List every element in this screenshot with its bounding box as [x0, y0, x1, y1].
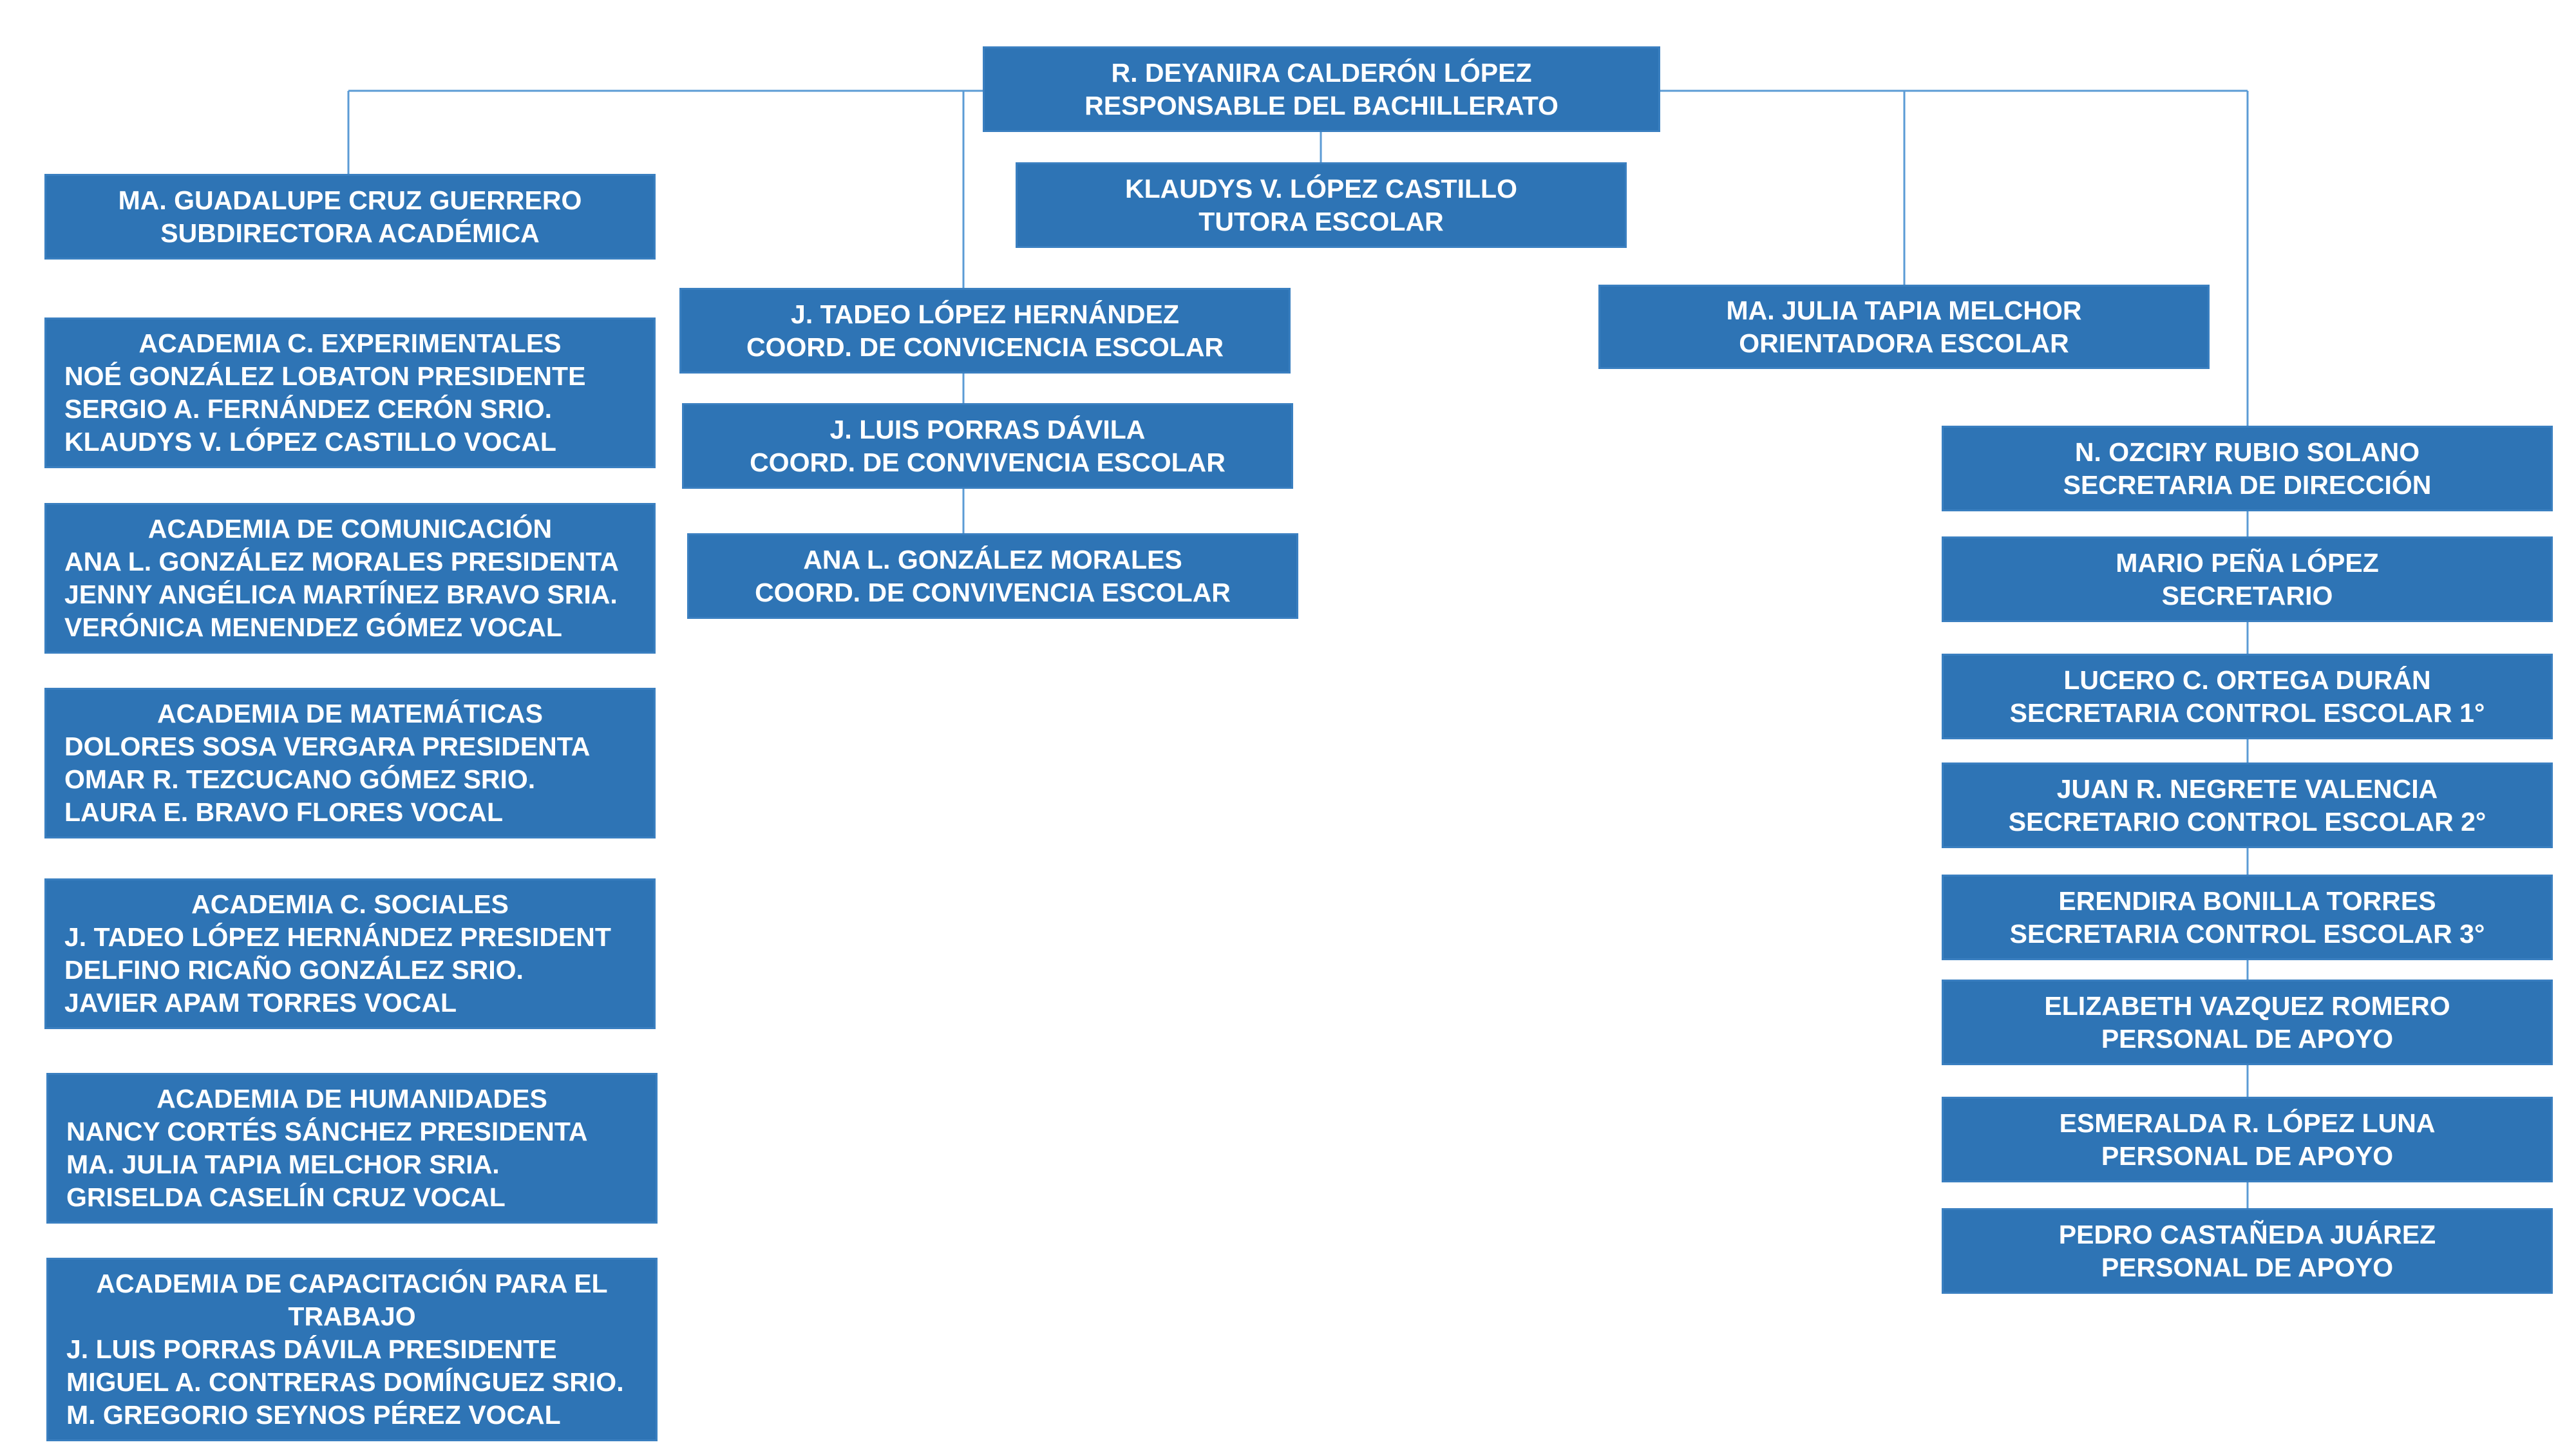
- academy-member: MA. JULIA TAPIA MELCHOR SRIA.: [66, 1150, 500, 1179]
- coordinator-box: ANA L. GONZÁLEZ MORALES COORD. DE CONVIV…: [687, 533, 1298, 619]
- academy-member: M. GREGORIO SEYNOS PÉREZ VOCAL: [66, 1400, 561, 1430]
- staff-name: JUAN R. NEGRETE VALENCIA: [2056, 773, 2438, 804]
- staff-box: JUAN R. NEGRETE VALENCIA SECRETARIO CONT…: [1942, 762, 2553, 848]
- staff-role: SECRETARIO CONTROL ESCOLAR 2°: [2008, 806, 2486, 837]
- academy-box: ACADEMIA DE MATEMÁTICAS DOLORES SOSA VER…: [44, 688, 656, 838]
- coordinator-box: J. TADEO LÓPEZ HERNÁNDEZ COORD. DE CONVI…: [679, 288, 1291, 374]
- orientadora-name: MA. JULIA TAPIA MELCHOR: [1726, 295, 2082, 325]
- staff-role: PERSONAL DE APOYO: [2101, 1023, 2394, 1054]
- academy-member: JENNY ANGÉLICA MARTÍNEZ BRAVO SRIA.: [64, 580, 618, 609]
- staff-box: ELIZABETH VAZQUEZ ROMERO PERSONAL DE APO…: [1942, 980, 2553, 1065]
- academy-member: J. LUIS PORRAS DÁVILA PRESIDENTE: [66, 1334, 557, 1364]
- tutor-role: TUTORA ESCOLAR: [1198, 206, 1444, 236]
- staff-box: PEDRO CASTAÑEDA JUÁREZ PERSONAL DE APOYO: [1942, 1208, 2553, 1294]
- staff-name: PEDRO CASTAÑEDA JUÁREZ: [2058, 1219, 2436, 1249]
- academy-title: ACADEMIA DE MATEMÁTICAS: [156, 699, 544, 728]
- academy-member: DELFINO RICAÑO GONZÁLEZ SRIO.: [64, 955, 524, 985]
- staff-role: SECRETARIA CONTROL ESCOLAR 1°: [2009, 697, 2485, 728]
- director-name: R. DEYANIRA CALDERÓN LÓPEZ: [1111, 57, 1532, 88]
- academy-member: J. TADEO LÓPEZ HERNÁNDEZ PRESIDENT: [64, 922, 611, 952]
- coordinator-role: COORD. DE CONVIVENCIA ESCOLAR: [755, 577, 1231, 607]
- staff-name: ESMERALDA R. LÓPEZ LUNA: [2059, 1108, 2436, 1138]
- staff-role: SECRETARIA DE DIRECCIÓN: [2063, 469, 2432, 500]
- academy-title: ACADEMIA DE CAPACITACIÓN PARA EL TRABAJO: [96, 1269, 608, 1331]
- staff-name: ERENDIRA BONILLA TORRES: [2058, 886, 2436, 916]
- staff-role: SECRETARIA CONTROL ESCOLAR 3°: [2009, 918, 2485, 949]
- staff-role: PERSONAL DE APOYO: [2101, 1141, 2394, 1171]
- staff-box: ERENDIRA BONILLA TORRES SECRETARIA CONTR…: [1942, 875, 2553, 960]
- academy-box: ACADEMIA C. EXPERIMENTALES NOÉ GONZÁLEZ …: [44, 317, 656, 468]
- academy-title: ACADEMIA DE HUMANIDADES: [156, 1084, 547, 1113]
- academy-title: ACADEMIA C. SOCIALES: [191, 889, 509, 919]
- academy-title: ACADEMIA C. EXPERIMENTALES: [138, 328, 562, 358]
- coordinator-name: ANA L. GONZÁLEZ MORALES: [803, 544, 1182, 574]
- academy-member: KLAUDYS V. LÓPEZ CASTILLO VOCAL: [64, 427, 556, 457]
- academy-box: ACADEMIA DE CAPACITACIÓN PARA EL TRABAJO…: [46, 1258, 658, 1441]
- coordinator-name: J. TADEO LÓPEZ HERNÁNDEZ: [791, 299, 1179, 329]
- staff-name: N. OZCIRY RUBIO SOLANO: [2074, 437, 2420, 467]
- coordinator-box: J. LUIS PORRAS DÁVILA COORD. DE CONVIVEN…: [682, 403, 1293, 489]
- staff-box: ESMERALDA R. LÓPEZ LUNA PERSONAL DE APOY…: [1942, 1097, 2553, 1182]
- director-box: R. DEYANIRA CALDERÓN LÓPEZ RESPONSABLE D…: [983, 46, 1660, 132]
- academy-title: ACADEMIA DE COMUNICACIÓN: [147, 514, 553, 544]
- staff-name: LUCERO C. ORTEGA DURÁN: [2063, 665, 2431, 695]
- academy-member: MIGUEL A. CONTRERAS DOMÍNGUEZ SRIO.: [66, 1367, 624, 1397]
- coordinator-role: COORD. DE CONVICENCIA ESCOLAR: [746, 332, 1224, 362]
- academy-member: JAVIER APAM TORRES VOCAL: [64, 988, 457, 1018]
- academy-member: GRISELDA CASELÍN CRUZ VOCAL: [66, 1182, 506, 1212]
- staff-box: LUCERO C. ORTEGA DURÁN SECRETARIA CONTRO…: [1942, 654, 2553, 739]
- subdirector-role: SUBDIRECTORA ACADÉMICA: [160, 218, 540, 248]
- staff-name: MARIO PEÑA LÓPEZ: [2116, 547, 2379, 578]
- coordinator-name: J. LUIS PORRAS DÁVILA: [829, 414, 1146, 444]
- academy-member: DOLORES SOSA VERGARA PRESIDENTA: [64, 732, 591, 761]
- staff-role: PERSONAL DE APOYO: [2101, 1252, 2394, 1282]
- subdirector-box: MA. GUADALUPE CRUZ GUERRERO SUBDIRECTORA…: [44, 174, 656, 260]
- staff-box: MARIO PEÑA LÓPEZ SECRETARIO: [1942, 536, 2553, 622]
- academy-member: NOÉ GONZÁLEZ LOBATON PRESIDENTE: [64, 361, 586, 391]
- academy-box: ACADEMIA C. SOCIALES J. TADEO LÓPEZ HERN…: [44, 878, 656, 1029]
- academy-member: LAURA E. BRAVO FLORES VOCAL: [64, 797, 504, 827]
- academy-member: ANA L. GONZÁLEZ MORALES PRESIDENTA: [64, 547, 619, 576]
- staff-box: N. OZCIRY RUBIO SOLANO SECRETARIA DE DIR…: [1942, 426, 2553, 511]
- orientadora-box: MA. JULIA TAPIA MELCHOR ORIENTADORA ESCO…: [1598, 285, 2210, 369]
- director-role: RESPONSABLE DEL BACHILLERATO: [1084, 90, 1558, 120]
- tutor-box: KLAUDYS V. LÓPEZ CASTILLO TUTORA ESCOLAR: [1016, 162, 1627, 248]
- academy-member: SERGIO A. FERNÁNDEZ CERÓN SRIO.: [64, 394, 553, 424]
- academy-member: NANCY CORTÉS SÁNCHEZ PRESIDENTA: [66, 1117, 588, 1146]
- academy-member: OMAR R. TEZCUCANO GÓMEZ SRIO.: [64, 764, 536, 794]
- subdirector-name: MA. GUADALUPE CRUZ GUERRERO: [118, 185, 582, 215]
- staff-role: SECRETARIO: [2161, 580, 2333, 611]
- coordinator-role: COORD. DE CONVIVENCIA ESCOLAR: [750, 447, 1226, 477]
- tutor-name: KLAUDYS V. LÓPEZ CASTILLO: [1125, 173, 1517, 204]
- staff-name: ELIZABETH VAZQUEZ ROMERO: [2044, 990, 2450, 1021]
- academy-box: ACADEMIA DE HUMANIDADES NANCY CORTÉS SÁN…: [46, 1073, 658, 1224]
- orientadora-role: ORIENTADORA ESCOLAR: [1739, 328, 2069, 358]
- academy-member: VERÓNICA MENENDEZ GÓMEZ VOCAL: [64, 612, 562, 642]
- academy-box: ACADEMIA DE COMUNICACIÓN ANA L. GONZÁLEZ…: [44, 503, 656, 654]
